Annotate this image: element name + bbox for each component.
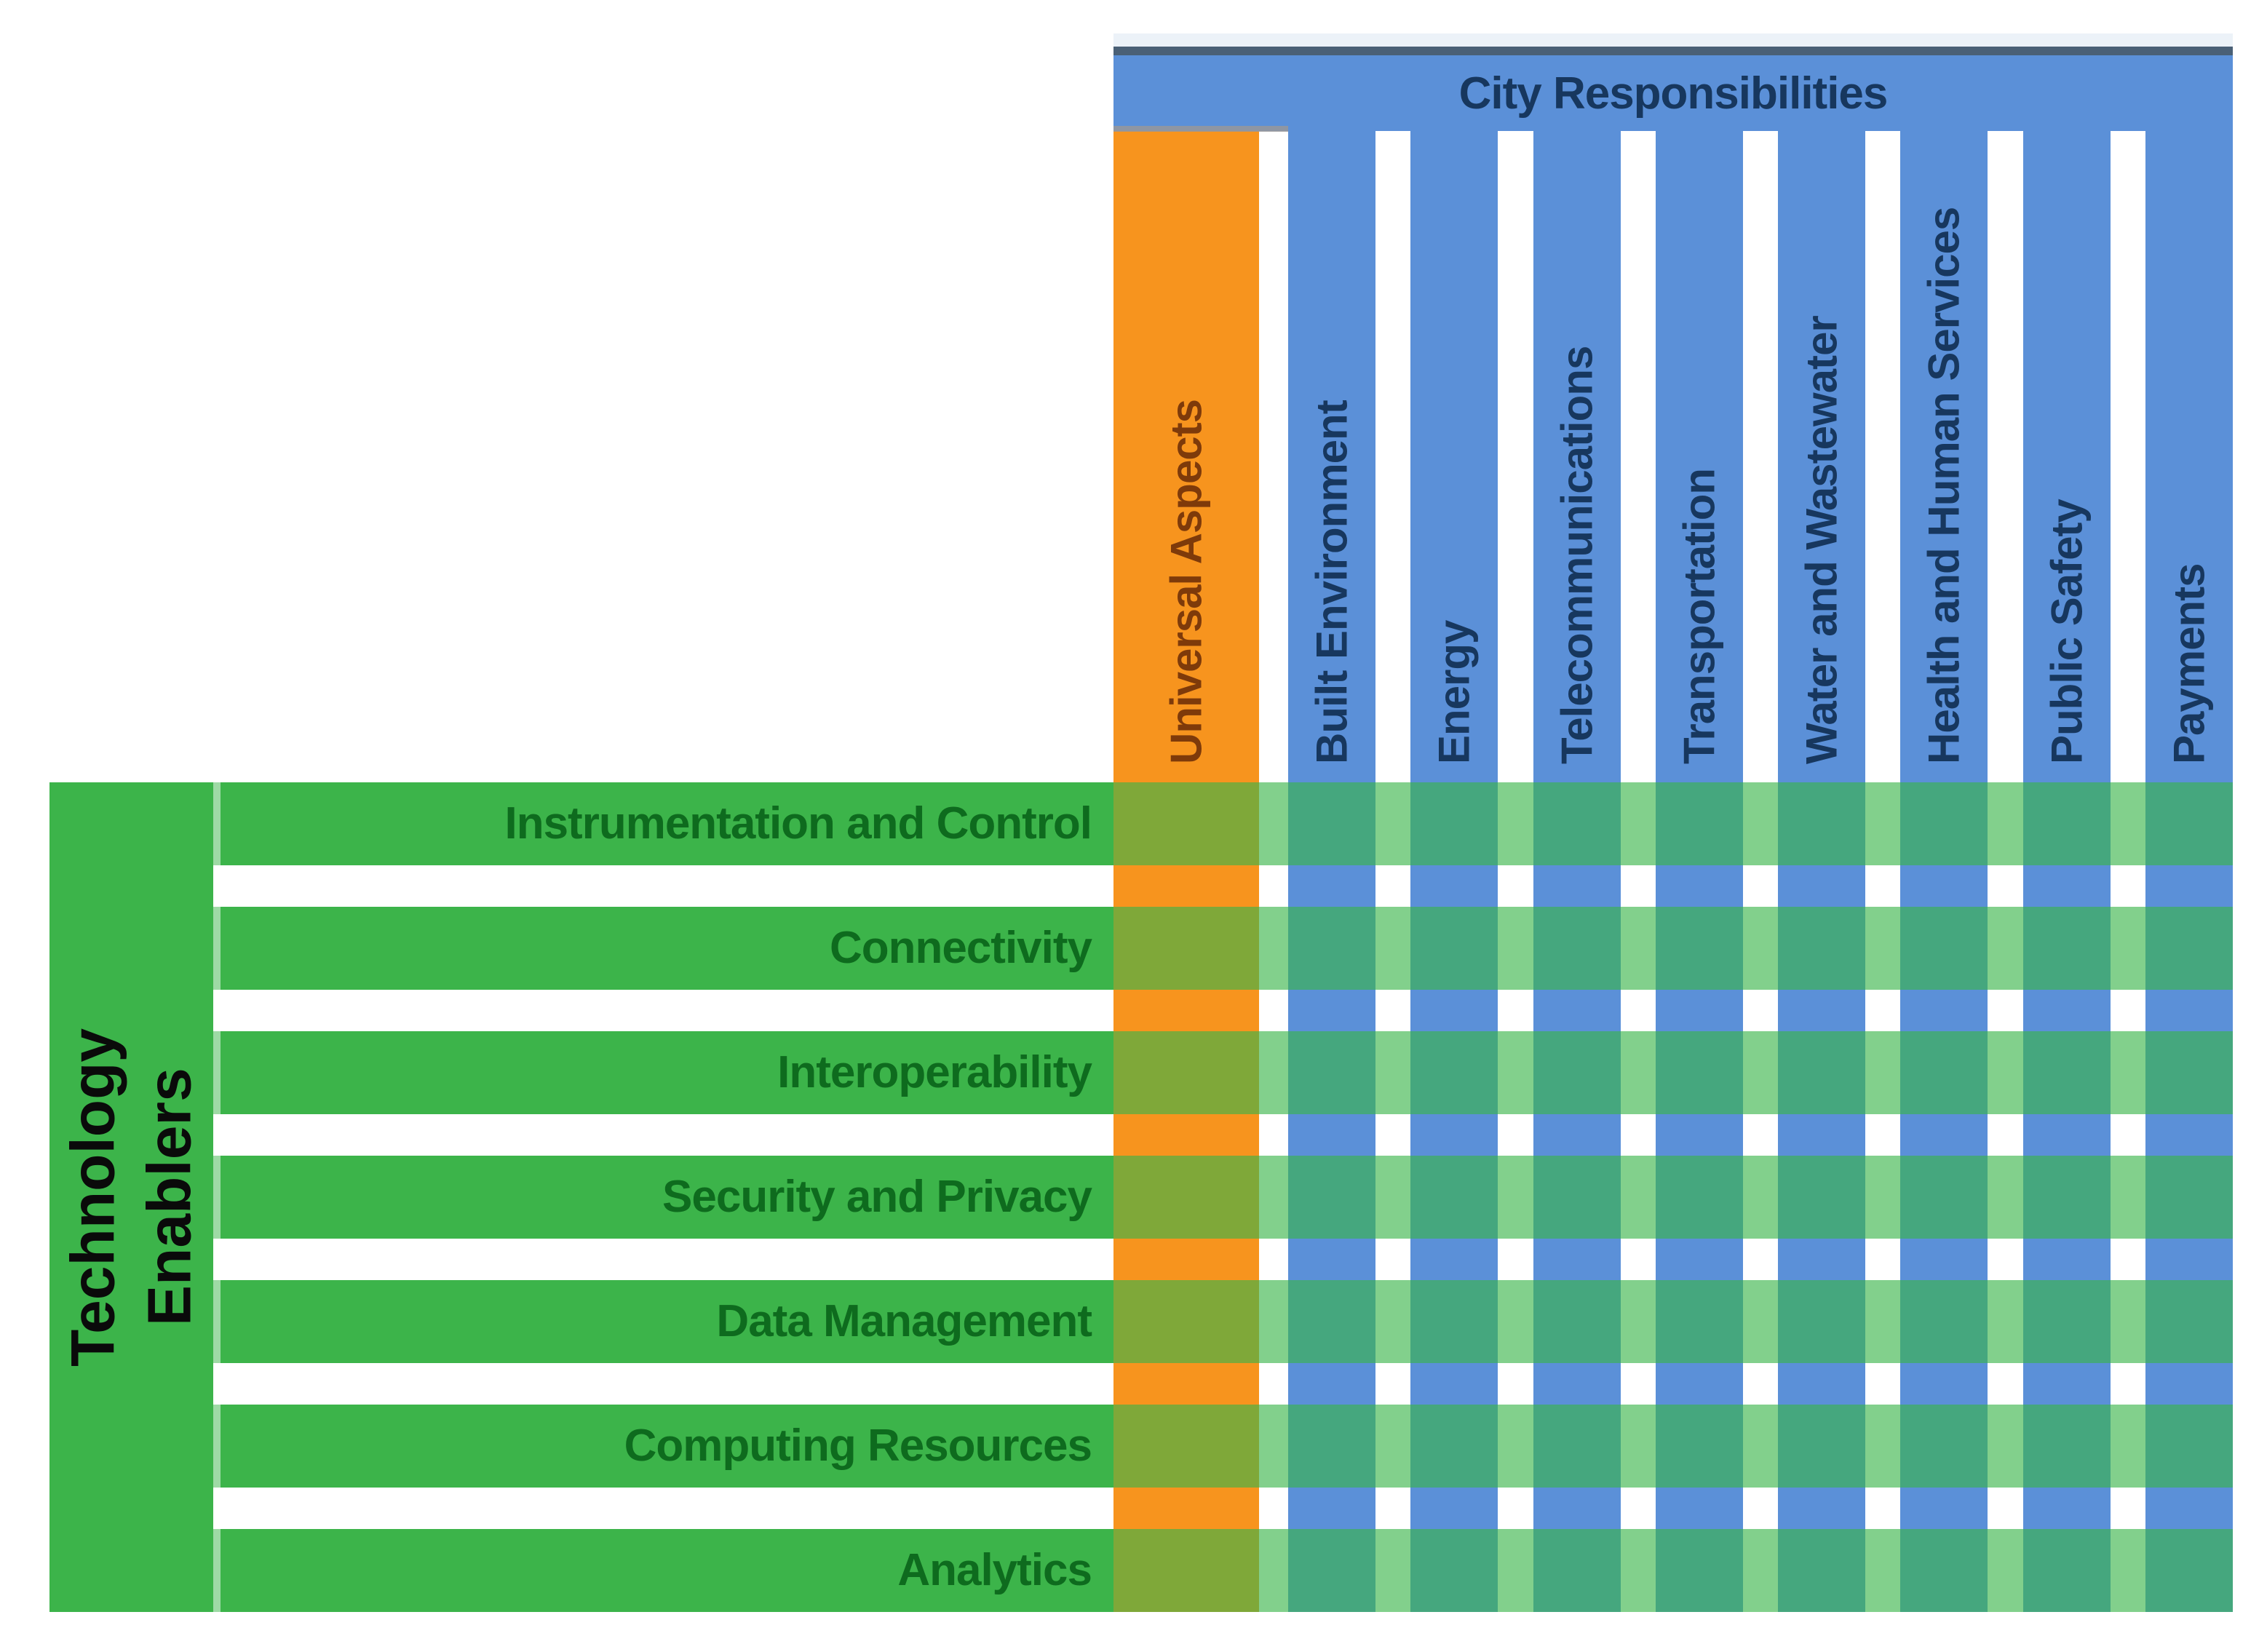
column-label-built-environment: Built Environment (1307, 400, 1357, 764)
row-label-connectivity: Connectivity (829, 923, 1092, 973)
column-label-energy: Energy (1429, 620, 1479, 764)
column-label-transportation: Transportation (1675, 468, 1724, 764)
universal-column-top-border (1113, 126, 1288, 132)
column-transportation (1656, 131, 1743, 1612)
column-label-health-and-human-services: Health and Human Services (1919, 207, 1969, 764)
column-built-environment (1288, 131, 1375, 1612)
column-energy (1410, 131, 1498, 1612)
column-telecommunications (1533, 131, 1621, 1612)
column-label-payments: Payments (2164, 563, 2214, 764)
header-top-strip (1113, 33, 2233, 47)
universal-aspects-label: Universal Aspects (1162, 399, 1211, 764)
column-label-water-and-wastewater: Water and Wastewater (1797, 316, 1846, 764)
technology-enablers-label: Technology Enablers (58, 1028, 204, 1367)
column-payments (2145, 131, 2233, 1612)
row-label-data-management: Data Management (716, 1296, 1092, 1346)
row-overlay-analytics (1113, 1529, 2233, 1612)
row-analytics (213, 1529, 1113, 1612)
row-overlay-interoperability (1113, 1031, 2233, 1114)
row-overlay-security-and-privacy (1113, 1156, 2233, 1239)
header-title: City Responsibilities (1458, 68, 1889, 119)
row-label-instrumentation-and-control: Instrumentation and Control (504, 798, 1092, 849)
universal-aspects-column (1113, 131, 1259, 1612)
column-water-and-wastewater (1778, 131, 1865, 1612)
row-label-interoperability: Interoperability (777, 1047, 1092, 1097)
technology-enablers-column (49, 782, 213, 1612)
row-data-management (213, 1280, 1113, 1363)
row-computing-resources (213, 1405, 1113, 1488)
column-label-telecommunications: Telecommunications (1552, 346, 1602, 764)
row-label-analytics: Analytics (897, 1545, 1092, 1595)
row-overlay-connectivity (1113, 907, 2233, 990)
column-public-safety (2023, 131, 2111, 1612)
row-overlay-instrumentation-and-control (1113, 782, 2233, 865)
row-label-security-and-privacy: Security and Privacy (662, 1172, 1092, 1222)
enablers-rows-separator (213, 782, 221, 1612)
row-overlay-computing-resources (1113, 1405, 2233, 1488)
row-security-and-privacy (213, 1156, 1113, 1239)
row-overlay-data-management (1113, 1280, 2233, 1363)
column-health-and-human-services (1900, 131, 1988, 1612)
row-interoperability (213, 1031, 1113, 1114)
column-label-public-safety: Public Safety (2042, 499, 2092, 764)
row-connectivity (213, 907, 1113, 990)
row-instrumentation-and-control (213, 782, 1113, 865)
row-label-computing-resources: Computing Resources (624, 1421, 1092, 1471)
city-responsibilities-header: City Responsibilities (1113, 47, 2233, 131)
